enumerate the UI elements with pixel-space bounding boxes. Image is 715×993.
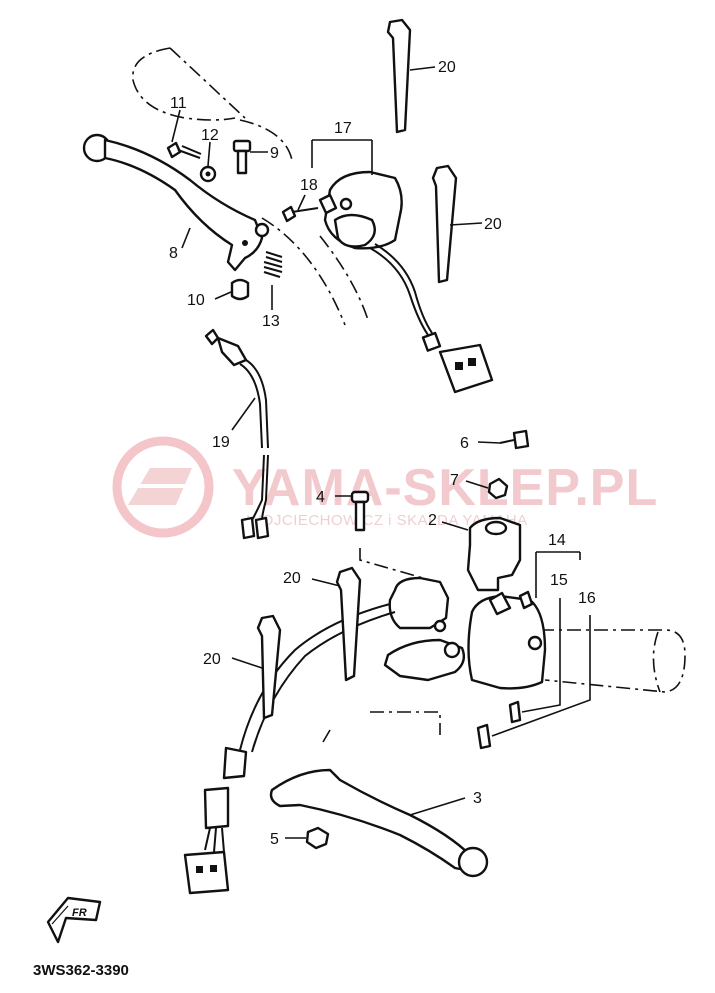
callout-18: 18	[300, 177, 318, 194]
callout-17: 17	[334, 120, 352, 137]
bolt-11	[166, 141, 202, 159]
callout-11: 11	[170, 95, 187, 112]
fr-arrow-icon: FR	[46, 896, 102, 944]
screw-16	[476, 723, 492, 750]
cable-tie-20-lower-2	[256, 614, 282, 720]
cable-tie-20-upper-1	[386, 18, 412, 134]
right-switch-upper-half	[466, 516, 522, 592]
callout-6: 6	[460, 435, 469, 452]
brake-lever	[269, 768, 489, 878]
callout-3: 3	[473, 790, 482, 807]
callouts: 20 20 17 18 11 12 9 8 10 13 19 6 7 4 2 1…	[169, 59, 596, 848]
right-handlebar-switch	[467, 590, 547, 690]
watermark-title: YAMA-SKLEP.PL	[232, 459, 658, 517]
nut-7	[487, 477, 509, 500]
callout-12: 12	[201, 127, 219, 144]
callout-5: 5	[270, 831, 279, 848]
nut-5	[305, 826, 330, 850]
pivot-pin-9	[232, 139, 252, 175]
watermark-subtitle: WOJCIECHOWICZ i SKALDA YAMAHA	[247, 512, 528, 529]
left-grip-outline	[132, 47, 369, 326]
callout-14: 14	[548, 532, 566, 549]
callout-19: 19	[212, 434, 230, 451]
callout-15: 15	[550, 572, 568, 589]
callout-10: 10	[187, 292, 205, 309]
pivot-pin-4	[350, 490, 370, 532]
callout-20-upper-2: 20	[484, 216, 502, 233]
callout-20-upper-1: 20	[438, 59, 456, 76]
fr-label: FR	[72, 907, 87, 919]
callout-7: 7	[450, 472, 459, 489]
callout-2: 2	[428, 512, 437, 529]
master-cylinder-switch-housing	[383, 576, 466, 682]
spring-13	[263, 251, 283, 278]
leader-lines	[171, 66, 591, 839]
collar-10	[230, 278, 250, 301]
callout-20-lower-2: 20	[203, 651, 221, 668]
callout-9: 9	[270, 145, 279, 162]
watermark: YAMA-SKLEP.PL WOJCIECHOWICZ i SKALDA YAM…	[112, 436, 658, 538]
callout-13: 13	[262, 313, 280, 330]
clutch-lever	[82, 133, 270, 272]
diagram-code: 3WS362-3390	[33, 962, 129, 979]
nut-12	[199, 165, 217, 183]
screw-6	[499, 429, 530, 450]
right-grip-outline	[322, 548, 686, 743]
screw-15	[508, 700, 522, 724]
cable-tie-20-upper-2	[431, 164, 458, 284]
callout-4: 4	[316, 489, 325, 506]
cable-tie-20-lower-1	[335, 566, 362, 682]
left-handlebar-switch	[318, 170, 403, 250]
brake-light-switch	[204, 328, 270, 540]
yamaha-logo-icon	[112, 436, 214, 538]
callout-20-lower-1: 20	[283, 570, 301, 587]
left-switch-harness	[369, 243, 494, 394]
callout-16: 16	[578, 590, 596, 607]
callout-8: 8	[169, 245, 178, 262]
right-switch-harness	[183, 603, 396, 895]
screw-18	[281, 205, 319, 223]
